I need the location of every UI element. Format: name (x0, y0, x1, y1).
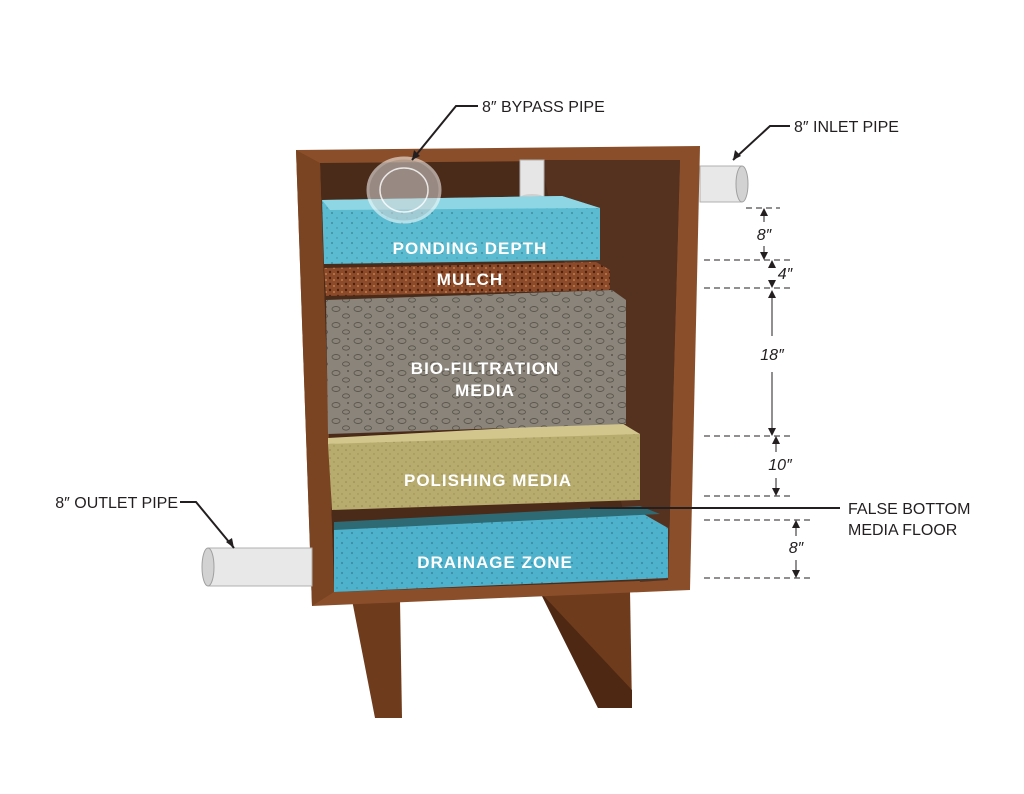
dimension-arrowheads (760, 208, 800, 578)
callout-leaders (180, 105, 840, 549)
outlet-pipe (201, 547, 313, 587)
callout-outlet-pipe: 8″ OUTLET PIPE (55, 495, 178, 512)
dim-polishing: 10″ (768, 457, 793, 474)
dim-ponding: 8″ (757, 227, 773, 244)
dim-drainage: 8″ (789, 540, 805, 557)
polishing-media-layer (328, 422, 640, 510)
dim-bio: 18″ (760, 347, 785, 364)
callout-arrowheads (226, 150, 741, 548)
bio-filtration-layer (326, 290, 626, 434)
mulch-layer (324, 262, 610, 296)
inlet-pipe (699, 165, 749, 203)
dimension-lines (704, 207, 812, 579)
drainage-zone-layer (334, 506, 668, 592)
standpipe (519, 159, 545, 202)
label-ponding: PONDING DEPTH (393, 239, 548, 258)
callout-bypass-pipe: 8″ BYPASS PIPE (482, 99, 605, 116)
label-polishing: POLISHING MEDIA (404, 471, 572, 490)
callout-false-bottom-line2: MEDIA FLOOR (848, 522, 957, 539)
support-legs (352, 590, 632, 718)
callout-false-bottom-line1: FALSE BOTTOM (848, 501, 970, 518)
dim-mulch: 4″ (778, 266, 794, 283)
bypass-pipe (366, 156, 442, 224)
label-drainage: DRAINAGE ZONE (417, 553, 573, 572)
label-bio-line1: BIO-FILTRATION (411, 359, 559, 378)
callout-inlet-pipe: 8″ INLET PIPE (794, 119, 899, 136)
label-mulch: MULCH (437, 270, 503, 289)
label-bio-line2: MEDIA (455, 381, 515, 400)
